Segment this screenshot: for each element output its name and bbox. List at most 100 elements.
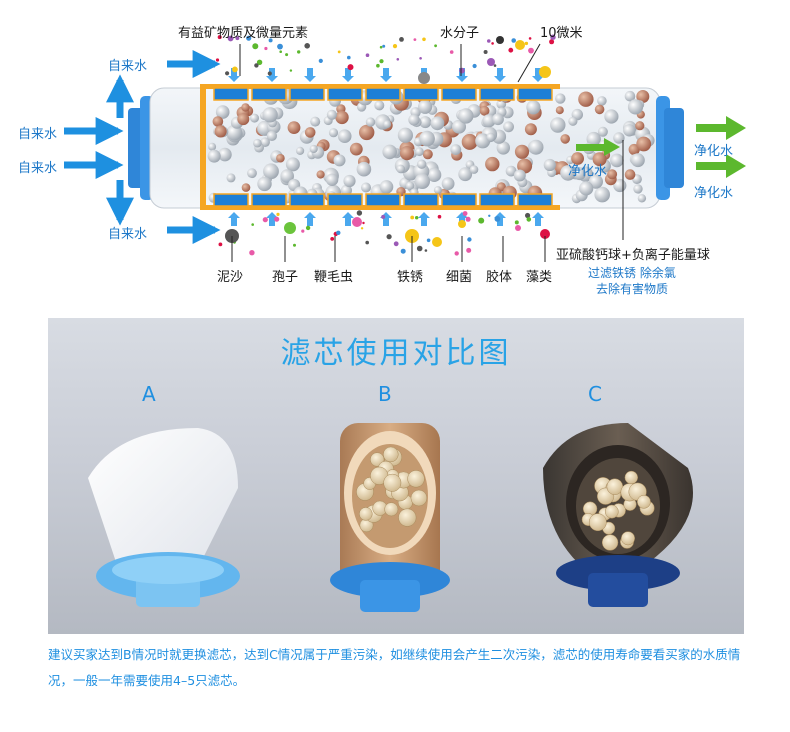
ion-ball [633,184,643,194]
particle [491,42,494,45]
ion-ball [597,96,607,106]
mineral-ball [422,149,433,160]
membrane-bottom [327,193,363,207]
particle [262,217,268,223]
impurity-label: 孢子 [272,270,299,285]
particle [410,215,415,220]
ion-ball [262,107,278,123]
label-outlet-lower: 净化水 [694,186,734,201]
ion-ball [624,90,636,102]
inlet-arrows [64,50,221,244]
particle [466,247,472,253]
particle [396,58,400,61]
ion-ball [486,132,496,142]
particle [215,58,220,62]
particle [268,38,273,43]
label-ball-desc-1: 过滤铁锈 除余氯 [588,266,676,280]
ion-ball [637,194,647,203]
particle [318,58,323,64]
photo-title: 滤芯使用对比图 [280,336,512,371]
mineral-ball [635,121,645,131]
filter-ball [621,531,635,546]
down-arrow [494,68,506,82]
mineral-ball [212,116,224,127]
ion-ball [492,113,504,126]
particle [528,37,532,40]
filter-diagram [64,34,746,262]
ion-ball [610,153,624,168]
particle [382,44,386,48]
impurity-label: 泥沙 [217,270,244,285]
ion-ball [218,147,232,162]
down-arrow [456,68,468,82]
particle [437,214,442,219]
label-inlet-lower: 自来水 [18,161,58,176]
mineral-ball [359,124,375,141]
up-arrow [380,212,392,226]
particle [386,234,392,240]
ion-ball [414,173,430,189]
mineral-ball [214,125,227,138]
particle [304,43,311,49]
ion-ball [513,169,526,182]
ion-ball [365,117,376,127]
ion-ball [573,167,586,181]
membrane-top [479,87,515,101]
particle [449,50,454,54]
down-arrow [342,68,354,82]
impurity-particle [352,217,362,227]
pointer-lines [239,43,624,240]
particle [514,220,519,225]
particle [362,221,365,225]
ion-ball [382,144,398,160]
ion-ball [226,173,236,183]
label-inlet-bottom: 自来水 [108,227,148,242]
particle [493,64,497,67]
particle [267,71,272,76]
usage-note: 建议买家达到B情况时就更换滤芯，达到C情况属于严重污染，如继续使用会产生二次污染… [48,647,741,688]
particle [301,229,305,233]
mineral-ball [636,136,652,152]
particle [454,251,459,256]
filter-ball [383,446,399,463]
ion-ball [505,165,517,177]
mineral-ball [594,104,605,115]
ion-ball [333,154,346,167]
particle [494,216,501,222]
membrane-top [517,87,553,101]
membrane-top [213,87,249,101]
ion-ball [247,168,257,179]
mineral-ball [276,153,285,163]
ion-ball [285,157,300,172]
particle [293,243,296,247]
sample-c-balls [581,470,655,551]
membrane-bottom [441,193,477,207]
ion-ball [266,130,277,141]
ion-ball [469,165,479,174]
ion-ball [586,131,601,147]
ion-ball [280,169,295,183]
comparison-photo: 滤芯使用对比图 A B C [48,318,744,634]
impurity-particle [418,72,430,84]
particle [399,37,404,42]
sample-c-filter [543,423,693,607]
filter-ball [384,502,399,517]
mineral-ball [237,113,250,126]
impurity-particle [432,237,442,247]
particle [400,248,406,254]
ion-ball [623,124,636,137]
ion-ball [208,142,217,151]
particle [424,249,428,252]
up-arrow [304,212,316,226]
ion-ball [361,182,371,193]
mineral-ball [555,106,564,115]
inner-frame [200,84,560,210]
ion-ball [253,138,262,148]
particle [252,43,259,50]
mineral-ball [461,133,478,150]
particle [488,214,491,217]
ion-ball [604,109,619,124]
label-ball-types: 亚硫酸钙球+负离子能量球 [556,248,710,263]
ion-ball [419,116,432,129]
ion-ball [579,181,594,196]
